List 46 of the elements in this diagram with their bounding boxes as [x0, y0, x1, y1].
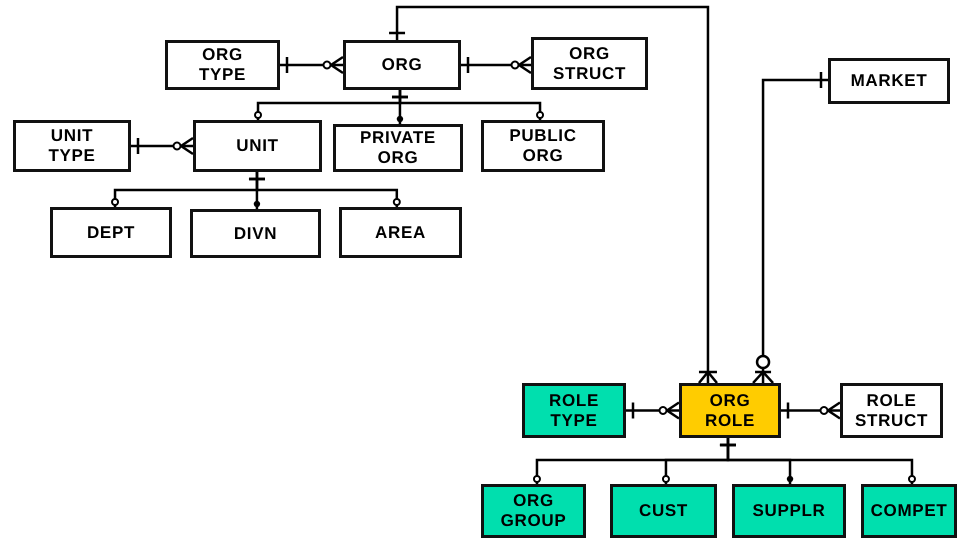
entity-box — [333, 124, 463, 172]
entity-name: COMPET — [870, 501, 948, 521]
entity-box — [732, 484, 846, 538]
entity-box — [679, 383, 781, 438]
entity-name: ROLE TYPE — [549, 390, 599, 430]
relationship-line — [280, 56, 344, 74]
entity-name: ROLE STRUCT — [854, 390, 928, 430]
entity-box — [861, 484, 957, 538]
entity-name: UNIT TYPE — [48, 126, 96, 166]
entity-box — [165, 40, 280, 90]
entity-box — [13, 120, 131, 172]
entity-name: ORG ROLE — [705, 390, 755, 430]
entity-name: DIVN — [234, 224, 278, 244]
entity-name: SUPPLR — [752, 501, 826, 521]
entity-box — [481, 484, 586, 538]
relationship-line — [626, 401, 680, 420]
relationship-line — [461, 56, 532, 74]
relationship-line — [131, 136, 194, 156]
relationship-line — [390, 90, 544, 120]
relationship-line — [781, 401, 842, 420]
entity-name: CUST — [639, 501, 688, 521]
entity-name: ORG STRUCT — [552, 44, 626, 84]
entity-box — [840, 383, 943, 438]
entity-name: PUBLIC ORG — [509, 126, 577, 166]
entity-name: ORG — [382, 55, 422, 75]
relationship-line — [718, 438, 916, 484]
entity-box — [828, 58, 950, 104]
entity-name: MARKET — [850, 71, 928, 91]
entity-box — [610, 484, 717, 538]
entity-box — [522, 383, 626, 438]
entity-box — [50, 207, 172, 258]
entity-name: UNIT — [236, 136, 279, 156]
relationship-line — [388, 6, 718, 384]
entity-name: ORG TYPE — [198, 45, 246, 85]
entity-name: ORG GROUP — [500, 491, 566, 531]
relationship-line — [752, 70, 828, 384]
entity-box — [481, 120, 605, 172]
relationship-line — [248, 172, 401, 207]
entity-box — [190, 209, 321, 258]
entity-box — [339, 207, 462, 258]
entity-name: DEPT — [86, 222, 136, 242]
entity-box — [193, 120, 322, 172]
entity-name: AREA — [375, 222, 426, 242]
entity-name: PRIVATE ORG — [360, 128, 436, 168]
entity-box — [531, 37, 648, 90]
entity-box — [343, 40, 461, 90]
